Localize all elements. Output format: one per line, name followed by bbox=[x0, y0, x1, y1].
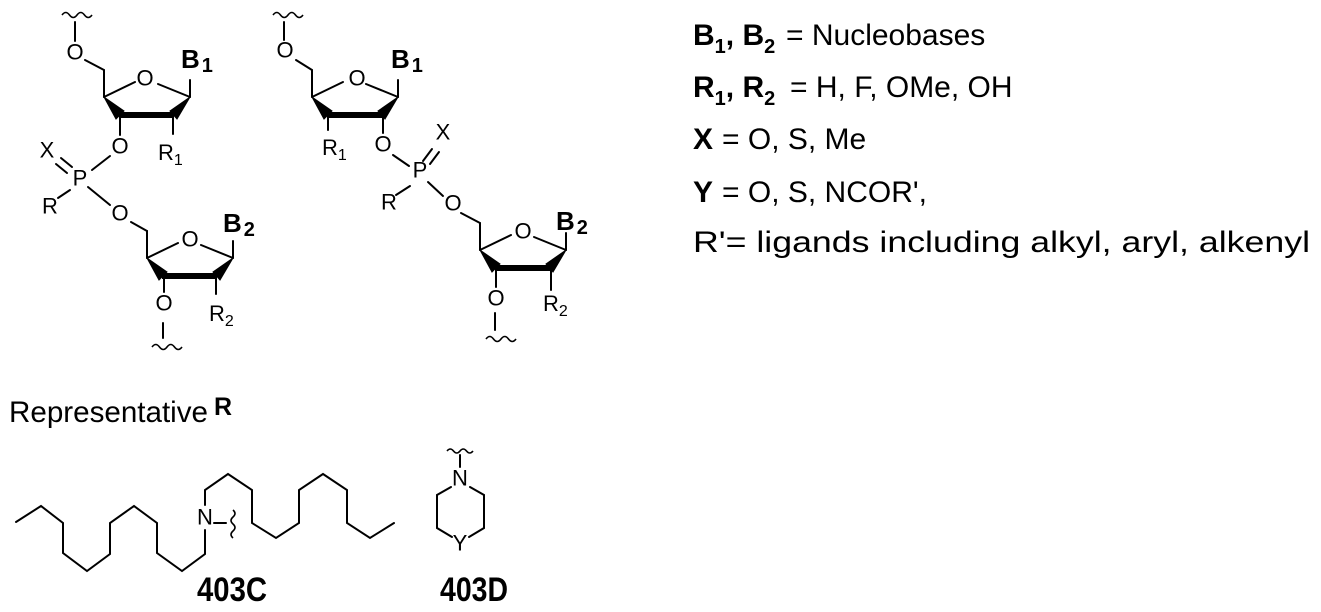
compound-label-403c: 403C bbox=[197, 571, 267, 609]
atom-r: R bbox=[42, 194, 58, 219]
atom-x: X bbox=[40, 138, 55, 163]
atom-r: R bbox=[381, 190, 397, 215]
atom-n: N bbox=[197, 505, 213, 530]
atom-ring-o-b: O bbox=[181, 227, 198, 252]
compound-403c-structure: N 403C bbox=[15, 472, 395, 609]
atom-o5: O bbox=[276, 38, 293, 63]
representative-label: Representative bbox=[9, 396, 208, 429]
r1-label: R1 bbox=[322, 135, 347, 164]
wavy-bond-icon bbox=[485, 335, 517, 343]
r2-label: R2 bbox=[209, 301, 234, 330]
atom-ring-o-b: O bbox=[514, 219, 531, 244]
atom-o3: O bbox=[374, 132, 391, 157]
atom-o3-b: O bbox=[155, 291, 172, 316]
legend-x-values: = O, S, Me bbox=[722, 123, 866, 156]
atom-p: P bbox=[73, 166, 88, 191]
atom-ring-o: O bbox=[136, 66, 153, 91]
representative-r-symbol: R bbox=[214, 393, 232, 421]
wavy-bond-icon bbox=[61, 11, 93, 19]
atom-y: Y bbox=[453, 531, 468, 556]
legend-r-values: = H, F, OMe, OH bbox=[790, 71, 1013, 104]
legend-nucleobases: = Nucleobases bbox=[786, 19, 985, 52]
wavy-bond-icon bbox=[151, 343, 183, 351]
atom-o3: O bbox=[111, 134, 128, 159]
legend: B1, B2 = Nucleobases R1, R2 = H, F, OMe,… bbox=[693, 19, 1310, 259]
compound-403d-structure: N Y 403D bbox=[436, 448, 508, 609]
atom-o5-b: O bbox=[111, 201, 128, 226]
atom-ring-o: O bbox=[348, 66, 365, 91]
legend-y-values: = O, S, NCOR', bbox=[722, 176, 927, 209]
legend-r-prime: R'= ligands including alkyl, aryl, alken… bbox=[693, 226, 1310, 259]
legend-x-symbol: X bbox=[693, 123, 713, 156]
atom-x: X bbox=[436, 120, 451, 145]
r1-label: R1 bbox=[158, 140, 183, 169]
wavy-bond-icon bbox=[446, 448, 474, 454]
atom-o3-b: O bbox=[487, 286, 504, 311]
wavy-bond-icon bbox=[230, 509, 236, 539]
compound-label-403d: 403D bbox=[440, 571, 508, 609]
atom-n: N bbox=[452, 466, 468, 491]
atom-o5-b: O bbox=[444, 191, 461, 216]
wavy-bond-icon bbox=[272, 11, 304, 19]
legend-r-symbols: R1, R2 bbox=[693, 71, 775, 110]
legend-b-symbols: B1, B2 bbox=[693, 19, 775, 58]
legend-y-symbol: Y bbox=[693, 176, 713, 209]
atom-p: P bbox=[413, 158, 428, 183]
r2-label: R2 bbox=[543, 291, 568, 320]
atom-o5: O bbox=[66, 40, 83, 65]
